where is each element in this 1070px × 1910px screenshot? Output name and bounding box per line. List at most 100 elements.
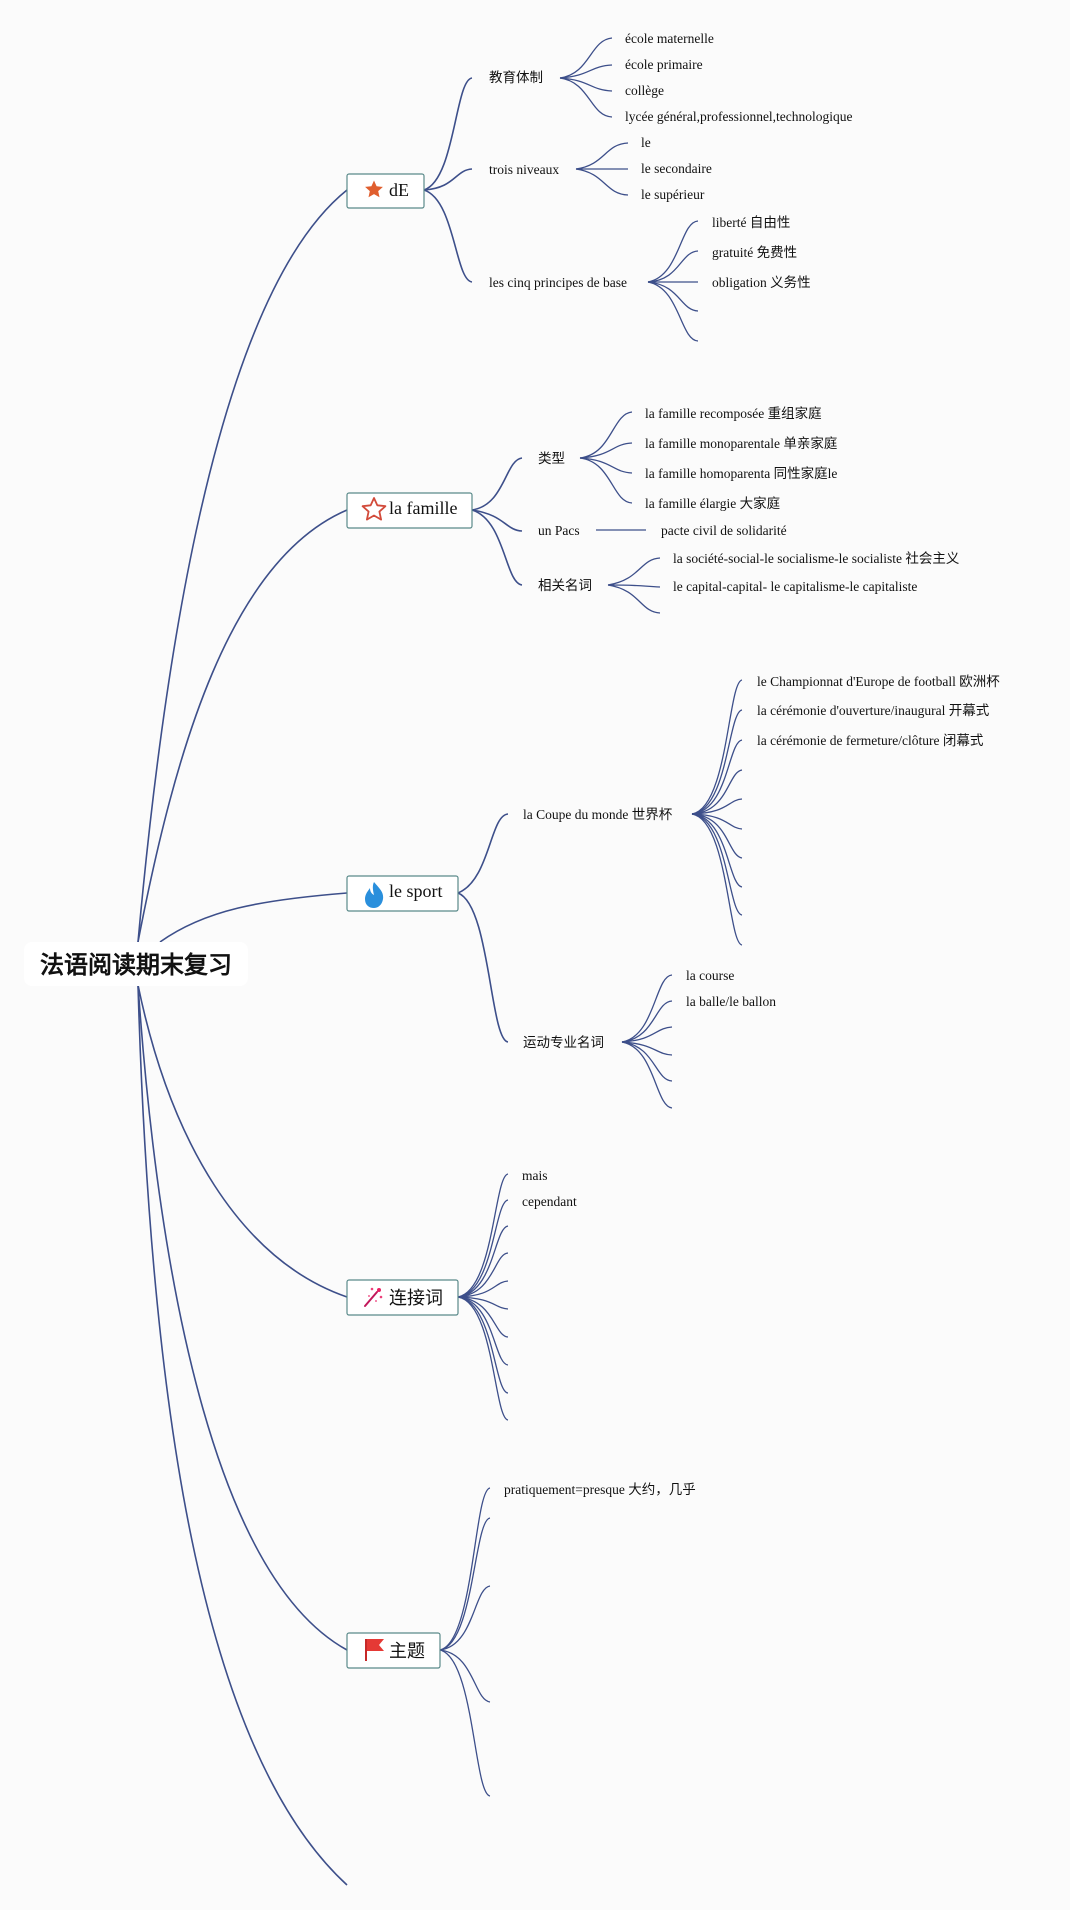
branch-de xyxy=(423,37,699,342)
leaf-item[interactable]: la cérémonie d'ouverture/inaugural 开幕式 xyxy=(757,703,990,718)
edge-leixing-4 xyxy=(579,457,633,504)
edge-de-niveaux xyxy=(423,168,473,191)
level2-labels: 教育体制 trois niveaux les cinq principes de… xyxy=(489,70,673,1050)
edge-jiaoyu-2 xyxy=(559,64,613,79)
edge-root-de xyxy=(137,189,348,943)
leaf-item[interactable]: la course xyxy=(686,968,734,983)
leaf-item[interactable]: lycée général,professionnel,technologiqu… xyxy=(625,109,853,124)
leaf-item[interactable]: la cérémonie de fermeture/clôture 闭幕式 xyxy=(757,733,984,748)
edge-principes-1 xyxy=(647,220,699,283)
edge-coupe-5 xyxy=(691,798,743,815)
leaf-item[interactable]: le secondaire xyxy=(641,161,712,176)
edge-de-principes xyxy=(423,189,473,283)
edge-zhuti-1 xyxy=(439,1487,491,1651)
edge-leixing-3 xyxy=(579,457,633,474)
topic-niveaux[interactable]: trois niveaux xyxy=(489,162,559,177)
leaf-item[interactable]: collège xyxy=(625,83,664,98)
topic-coupe[interactable]: la Coupe du monde 世界杯 xyxy=(523,807,673,822)
leaf-item[interactable]: la famille homoparenta 同性家庭le xyxy=(645,465,837,481)
leaf-item[interactable]: le supérieur xyxy=(641,187,705,202)
edge-coupe-7 xyxy=(691,813,743,859)
fire-icon xyxy=(365,882,384,908)
node-zhuti[interactable]: 主题 xyxy=(346,1632,441,1669)
branch-sport xyxy=(457,679,743,1109)
node-zhuti-label: 主题 xyxy=(389,1641,425,1661)
edge-zhuanye-5 xyxy=(621,1041,673,1082)
leaf-item[interactable]: gratuité 免费性 xyxy=(712,245,797,260)
edge-zhuti-5 xyxy=(439,1649,491,1797)
edge-xiangguan-3 xyxy=(607,584,661,614)
star-outline-icon xyxy=(361,497,387,521)
topic-principes[interactable]: les cinq principes de base xyxy=(489,275,627,290)
edge-xiangguan-1 xyxy=(607,557,661,586)
edge-de-jiaoyu xyxy=(423,77,473,191)
edge-lianjieci-10 xyxy=(457,1296,509,1421)
topic-pacs[interactable]: un Pacs xyxy=(538,523,580,538)
edge-jiaoyu-1 xyxy=(559,37,613,79)
edge-root-zhuti xyxy=(137,984,348,1651)
leaf-item[interactable]: la famille monoparentale 单亲家庭 xyxy=(645,435,838,451)
leaf-item[interactable]: la famille élargie 大家庭 xyxy=(645,495,781,511)
edge-zhuanye-6 xyxy=(621,1041,673,1109)
edge-coupe-9 xyxy=(691,813,743,916)
edge-lianjieci-3 xyxy=(457,1225,509,1298)
topic-leixing[interactable]: 类型 xyxy=(538,451,565,466)
edge-famille-xiangguan xyxy=(471,509,523,586)
edge-lianjieci-5 xyxy=(457,1280,509,1298)
leaf-item[interactable]: cependant xyxy=(522,1194,577,1209)
edge-famille-leixing xyxy=(471,457,523,511)
edge-lianjieci-4 xyxy=(457,1252,509,1298)
node-de[interactable]: dE xyxy=(346,173,425,209)
edge-zhuanye-4 xyxy=(621,1041,673,1056)
topic-jiaoyu[interactable]: 教育体制 xyxy=(489,70,543,85)
node-famille-box xyxy=(346,492,473,529)
edge-lianjieci-1 xyxy=(457,1173,509,1298)
leaf-item[interactable]: la société-social-le socialisme-le socia… xyxy=(673,551,959,566)
leaf-item[interactable]: école primaire xyxy=(625,57,703,72)
leaf-item[interactable]: le capital-capital- le capitalisme-le ca… xyxy=(673,579,917,594)
edge-coupe-4 xyxy=(691,769,743,815)
leaf-item[interactable]: obligation 义务性 xyxy=(712,275,811,290)
edge-principes-4 xyxy=(647,281,699,312)
root-node[interactable]: 法语阅读期末复习 xyxy=(24,942,248,986)
edge-root-sport xyxy=(159,892,348,943)
leaf-item[interactable]: le Championnat d'Europe de football 欧洲杯 xyxy=(757,674,1000,689)
node-de-label: dE xyxy=(389,180,409,200)
root-edges xyxy=(137,189,348,1886)
edge-root-extra xyxy=(137,984,348,1886)
root-box xyxy=(24,942,248,986)
flag-icon xyxy=(365,1639,384,1661)
edge-coupe-1 xyxy=(691,679,743,815)
node-famille[interactable]: la famille xyxy=(346,492,473,529)
node-lianjieci-label: 连接词 xyxy=(389,1288,443,1308)
edge-zhuanye-1 xyxy=(621,974,673,1043)
edge-niveaux-1 xyxy=(575,142,629,170)
edge-lianjieci-9 xyxy=(457,1296,509,1394)
leaf-item[interactable]: pratiquement=presque 大约，几乎 xyxy=(504,1482,696,1497)
leaf-item[interactable]: mais xyxy=(522,1168,548,1183)
leaf-item[interactable]: liberté 自由性 xyxy=(712,215,790,230)
edge-coupe-8 xyxy=(691,813,743,888)
edge-root-famille xyxy=(137,509,348,943)
leaf-item[interactable]: la famille recomposée 重组家庭 xyxy=(645,405,822,421)
topic-xiangguan[interactable]: 相关名词 xyxy=(538,578,592,593)
edge-lianjieci-8 xyxy=(457,1296,509,1366)
edge-lianjieci-6 xyxy=(457,1296,509,1310)
edge-jiaoyu-4 xyxy=(559,77,613,118)
edge-zhuanye-2 xyxy=(621,1000,673,1043)
node-lianjieci-box xyxy=(346,1279,459,1316)
topic-zhuanye[interactable]: 运动专业名词 xyxy=(523,1035,604,1050)
edge-famille-pacs xyxy=(471,509,523,532)
leaf-item[interactable]: école maternelle xyxy=(625,31,714,46)
node-sport[interactable]: le sport xyxy=(346,875,459,912)
leaf-item[interactable]: le xyxy=(641,135,651,150)
star-filled-icon xyxy=(365,180,383,198)
leaf-item[interactable]: la balle/le ballon xyxy=(686,994,776,1009)
node-sport-label: le sport xyxy=(389,881,443,901)
node-lianjieci[interactable]: 连接词 xyxy=(346,1279,459,1316)
edge-lianjieci-2 xyxy=(457,1199,509,1298)
sparkle-icon xyxy=(364,1287,383,1307)
leaf-item[interactable]: pacte civil de solidarité xyxy=(661,523,787,538)
edge-leixing-2 xyxy=(579,442,633,459)
